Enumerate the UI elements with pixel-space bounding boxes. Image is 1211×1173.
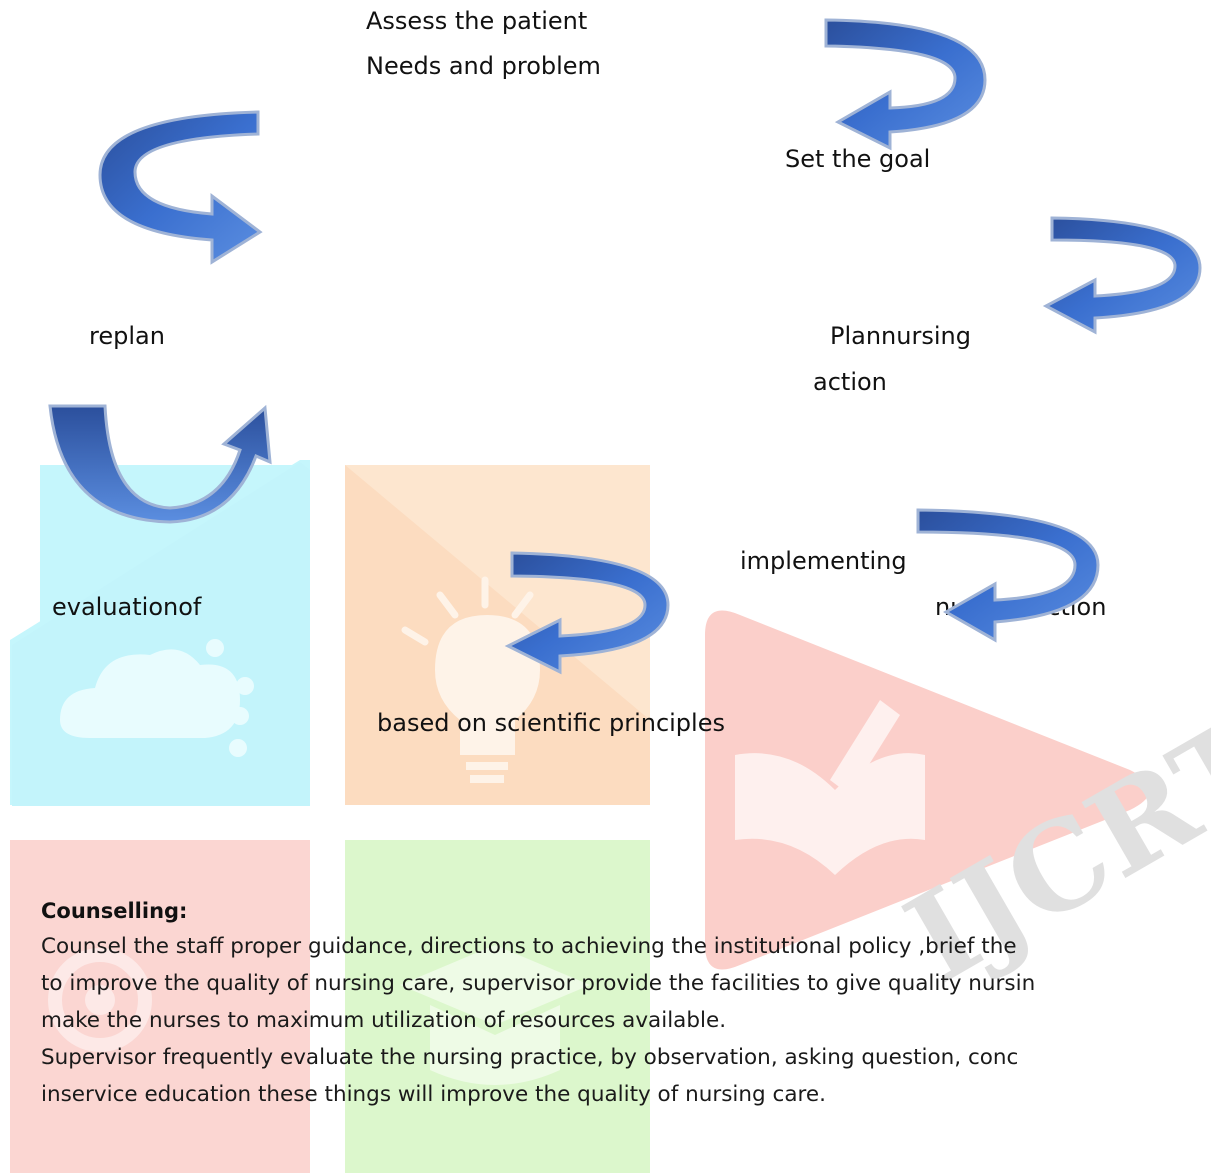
section-heading: Counselling:	[41, 899, 188, 923]
step-plan-line2: action	[813, 368, 887, 396]
arrow-action-to-principles	[504, 551, 670, 675]
step-based-on-principles: based on scientific principles	[377, 709, 725, 737]
arrow-goal-to-plan	[1042, 216, 1202, 335]
paragraph-line: inservice education these things will im…	[41, 1082, 826, 1107]
step-set-goal: Set the goal	[785, 145, 931, 173]
step-plan-line1: Plannursing	[830, 322, 971, 350]
paragraph-line: to improve the quality of nursing care, …	[41, 971, 1036, 996]
paragraph-line: Counsel the staff proper guidance, direc…	[41, 934, 1017, 959]
step-assess-line1: Assess the patient	[366, 7, 588, 35]
step-evaluation: evaluationof	[52, 593, 202, 621]
arrow-replan-to-assess	[98, 110, 263, 265]
step-replan: replan	[89, 322, 165, 350]
step-assess-line2: Needs and problem	[366, 52, 601, 80]
step-implementing: implementing	[740, 547, 907, 575]
arrow-evaluation-to-replan	[48, 404, 272, 524]
arrow-assess-to-goal	[824, 18, 987, 151]
arrow-implementing-to-action	[916, 508, 1100, 643]
paragraph-line: Supervisor frequently evaluate the nursi…	[41, 1045, 1019, 1070]
paragraph-line: make the nurses to maximum utilization o…	[41, 1008, 727, 1033]
